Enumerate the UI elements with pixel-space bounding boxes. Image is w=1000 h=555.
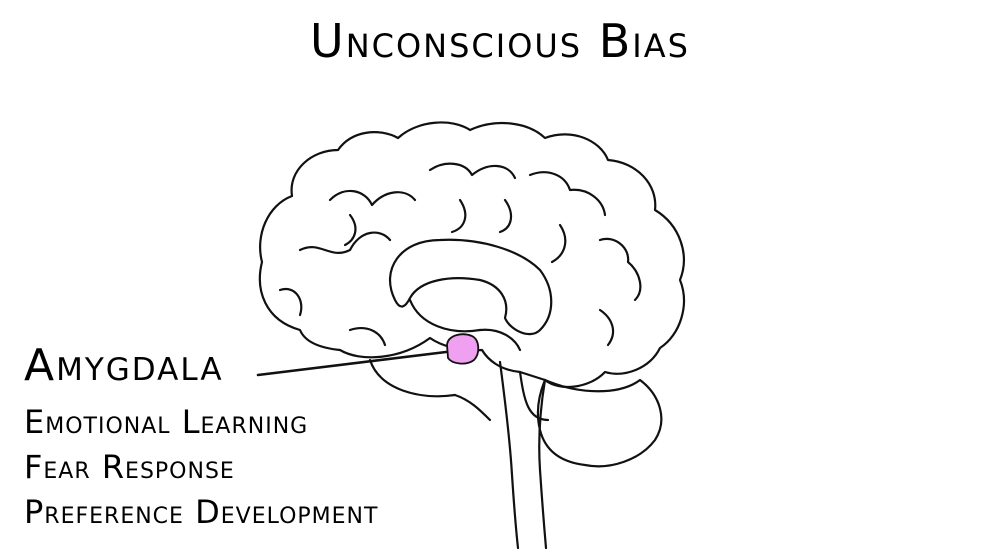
corpus-callosum-outline <box>389 238 553 336</box>
function-fear-response: Fear Response <box>24 448 235 486</box>
amygdala-highlight <box>446 333 480 365</box>
amygdala-pointer-line <box>256 350 448 377</box>
cerebellum-outline <box>536 378 663 468</box>
amygdala-label: Amygdala <box>24 340 224 391</box>
page-title: Unconscious Bias <box>310 14 690 68</box>
brainstem-outline <box>498 360 520 550</box>
function-emotional-learning: Emotional Learning <box>24 403 309 441</box>
function-preference-development: Preference Development <box>24 493 379 531</box>
